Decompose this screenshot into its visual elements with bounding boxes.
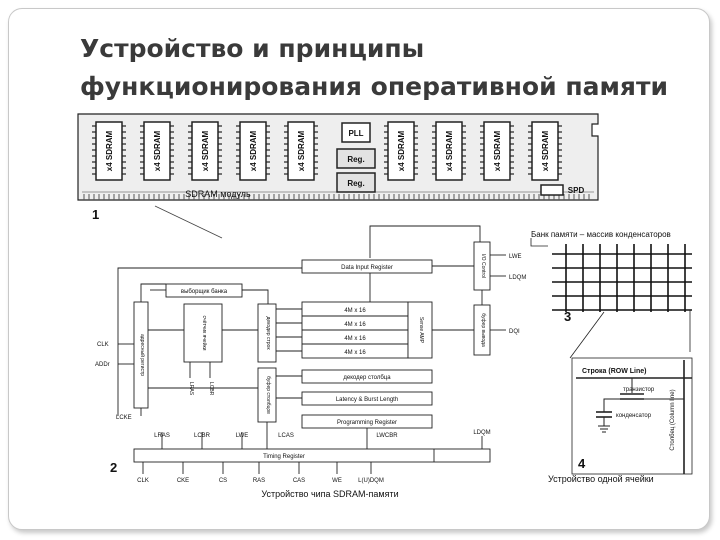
lwe-bottom-label: LWE [236,433,249,439]
column-decoder [301,369,433,384]
lras-label: LRAS [154,433,170,439]
addr-input-label: ADDr [95,362,110,368]
row-line-label: Строка (ROW Line) [582,368,646,375]
sdram-chip-label: x4 SDRAM [201,130,210,171]
latency-burst [301,391,433,406]
pin-ldqm: L(U)DQM [358,478,384,484]
sdram-chip-label: x4 SDRAM [493,130,502,171]
module-number: 1 [92,207,99,222]
sdram-chip: x4 SDRAM [92,121,126,181]
sense-amp [407,301,433,359]
slide-title: Устройство и принципы функционирования о… [80,30,680,106]
spd-label: SPD [568,186,585,195]
spd-chip [540,184,564,196]
output-buffer-label: буфер вывода [480,313,486,347]
bank-label-3: 4M x 16 [344,336,366,342]
row-decoder-label: декодер строк [265,316,271,350]
bank-label-4: 4M x 16 [344,350,366,356]
dqi-label: DQI [509,329,520,335]
pin-we: WE [332,478,342,484]
bank-select [165,283,243,298]
chip-block-diagram [117,225,506,474]
module-label: SDRAM модуль [185,189,251,199]
module-pointer [154,205,223,239]
clk-input-label: CLK [97,342,109,348]
chip-diagram-caption: Устройство чипа SDRAM-памяти [261,489,398,499]
bank-grid-title: Банк памяти – массив конденсаторов [531,230,671,239]
bank-label-2: 4M x 16 [344,322,366,328]
data-input-register [301,259,433,274]
reg-chip-2 [336,172,376,193]
pin-clk: CLK [137,478,149,484]
lras-vertical-label: LRAS [188,382,194,396]
ldqm-label: LDQM [509,275,526,281]
address-register-label: адресный регистр [139,334,146,376]
row-counter [183,303,223,363]
lwe-label: LWE [509,254,522,260]
sdram-chip: x4 SDRAM [480,121,514,181]
pll-label: PLL [348,129,363,138]
chip-diagram-number: 2 [110,460,117,475]
lcbr-label: LCBR [194,433,211,439]
io-control-label: I/O Control [480,254,486,278]
sdram-chip-label: x4 SDRAM [297,130,306,171]
cell-number: 4 [578,456,586,471]
bank-array-grid: Банк памяти – массив конденсаторов 3 [530,230,692,359]
sdram-chip: x4 SDRAM [236,121,270,181]
sdram-module: x4 SDRAM x4 SDRAM x4 SDRAM x4 SDRAM x4 SDRAM… [77,113,599,239]
sdram-chip: x4 SDRAM [140,121,174,181]
sdram-chip-label: x4 SDRAM [153,130,162,171]
column-line-label: Столбец (Column line) [670,389,676,450]
capacitor-label: конденсатор [616,413,652,419]
pin-ras: RAS [253,478,265,484]
sdram-chip-label: x4 SDRAM [249,130,258,171]
sdram-chip-label: x4 SDRAM [397,130,406,171]
timing-register-label: Timing Register [263,454,305,460]
pin-cke: CKE [177,478,189,484]
sdram-chip: x4 SDRAM [284,121,318,181]
sdram-chip: x4 SDRAM [384,121,418,181]
sdram-chip: x4 SDRAM [528,121,562,181]
sdram-chip-label: x4 SDRAM [105,130,114,171]
lcke-label: LCKE [116,415,132,421]
transistor-label: транзистор [623,387,655,393]
bank-label-1: 4M x 16 [344,308,366,314]
sdram-chip: x4 SDRAM [188,121,222,181]
sdram-chip-label: x4 SDRAM [541,130,550,171]
programming-register-label: Programming Register [337,420,397,426]
pll-chip [341,122,371,143]
ldqm-bottom-label: LDQM [473,430,490,436]
pin-cas: CAS [293,478,305,484]
reg-label-2: Reg. [347,179,364,188]
row-counter-label: счётчик ячейки [201,316,208,351]
sense-amp-label: Sense AMP [418,317,424,344]
timing-register [133,448,491,463]
column-decoder-label: декодер столбца [343,375,391,381]
lcbr-vertical-label: LCBR [208,382,214,396]
lwcbr-label: LWCBR [376,433,398,439]
title-line-1: Устройство и принципы [80,34,425,63]
column-buffer-label: буфер столбцов [265,376,271,414]
data-input-register-label: Data Input Register [341,265,393,271]
memory-cell: Строка (ROW Line) транзистор конденсатор… [548,357,693,484]
latency-label: Latency & Burst Length [336,397,398,403]
module-contacts [83,194,590,200]
chip-block-labels: Data Input Register I/O Control LWE LDQM… [95,254,526,499]
reg-label-1: Reg. [347,155,364,164]
sdram-chip-label: x4 SDRAM [445,130,454,171]
pin-cs: CS [219,478,227,484]
bank-select-label: выборщик банка [181,289,228,295]
bank-grid-number: 3 [564,309,571,324]
row-decoder [257,303,277,363]
cell-caption: Устройство одной ячейки [548,474,654,484]
reg-chip-1 [336,148,376,169]
lcas-label: LCAS [278,433,294,439]
sdram-chip: x4 SDRAM [432,121,466,181]
title-line-2: функционирования оперативной памяти [80,72,668,101]
